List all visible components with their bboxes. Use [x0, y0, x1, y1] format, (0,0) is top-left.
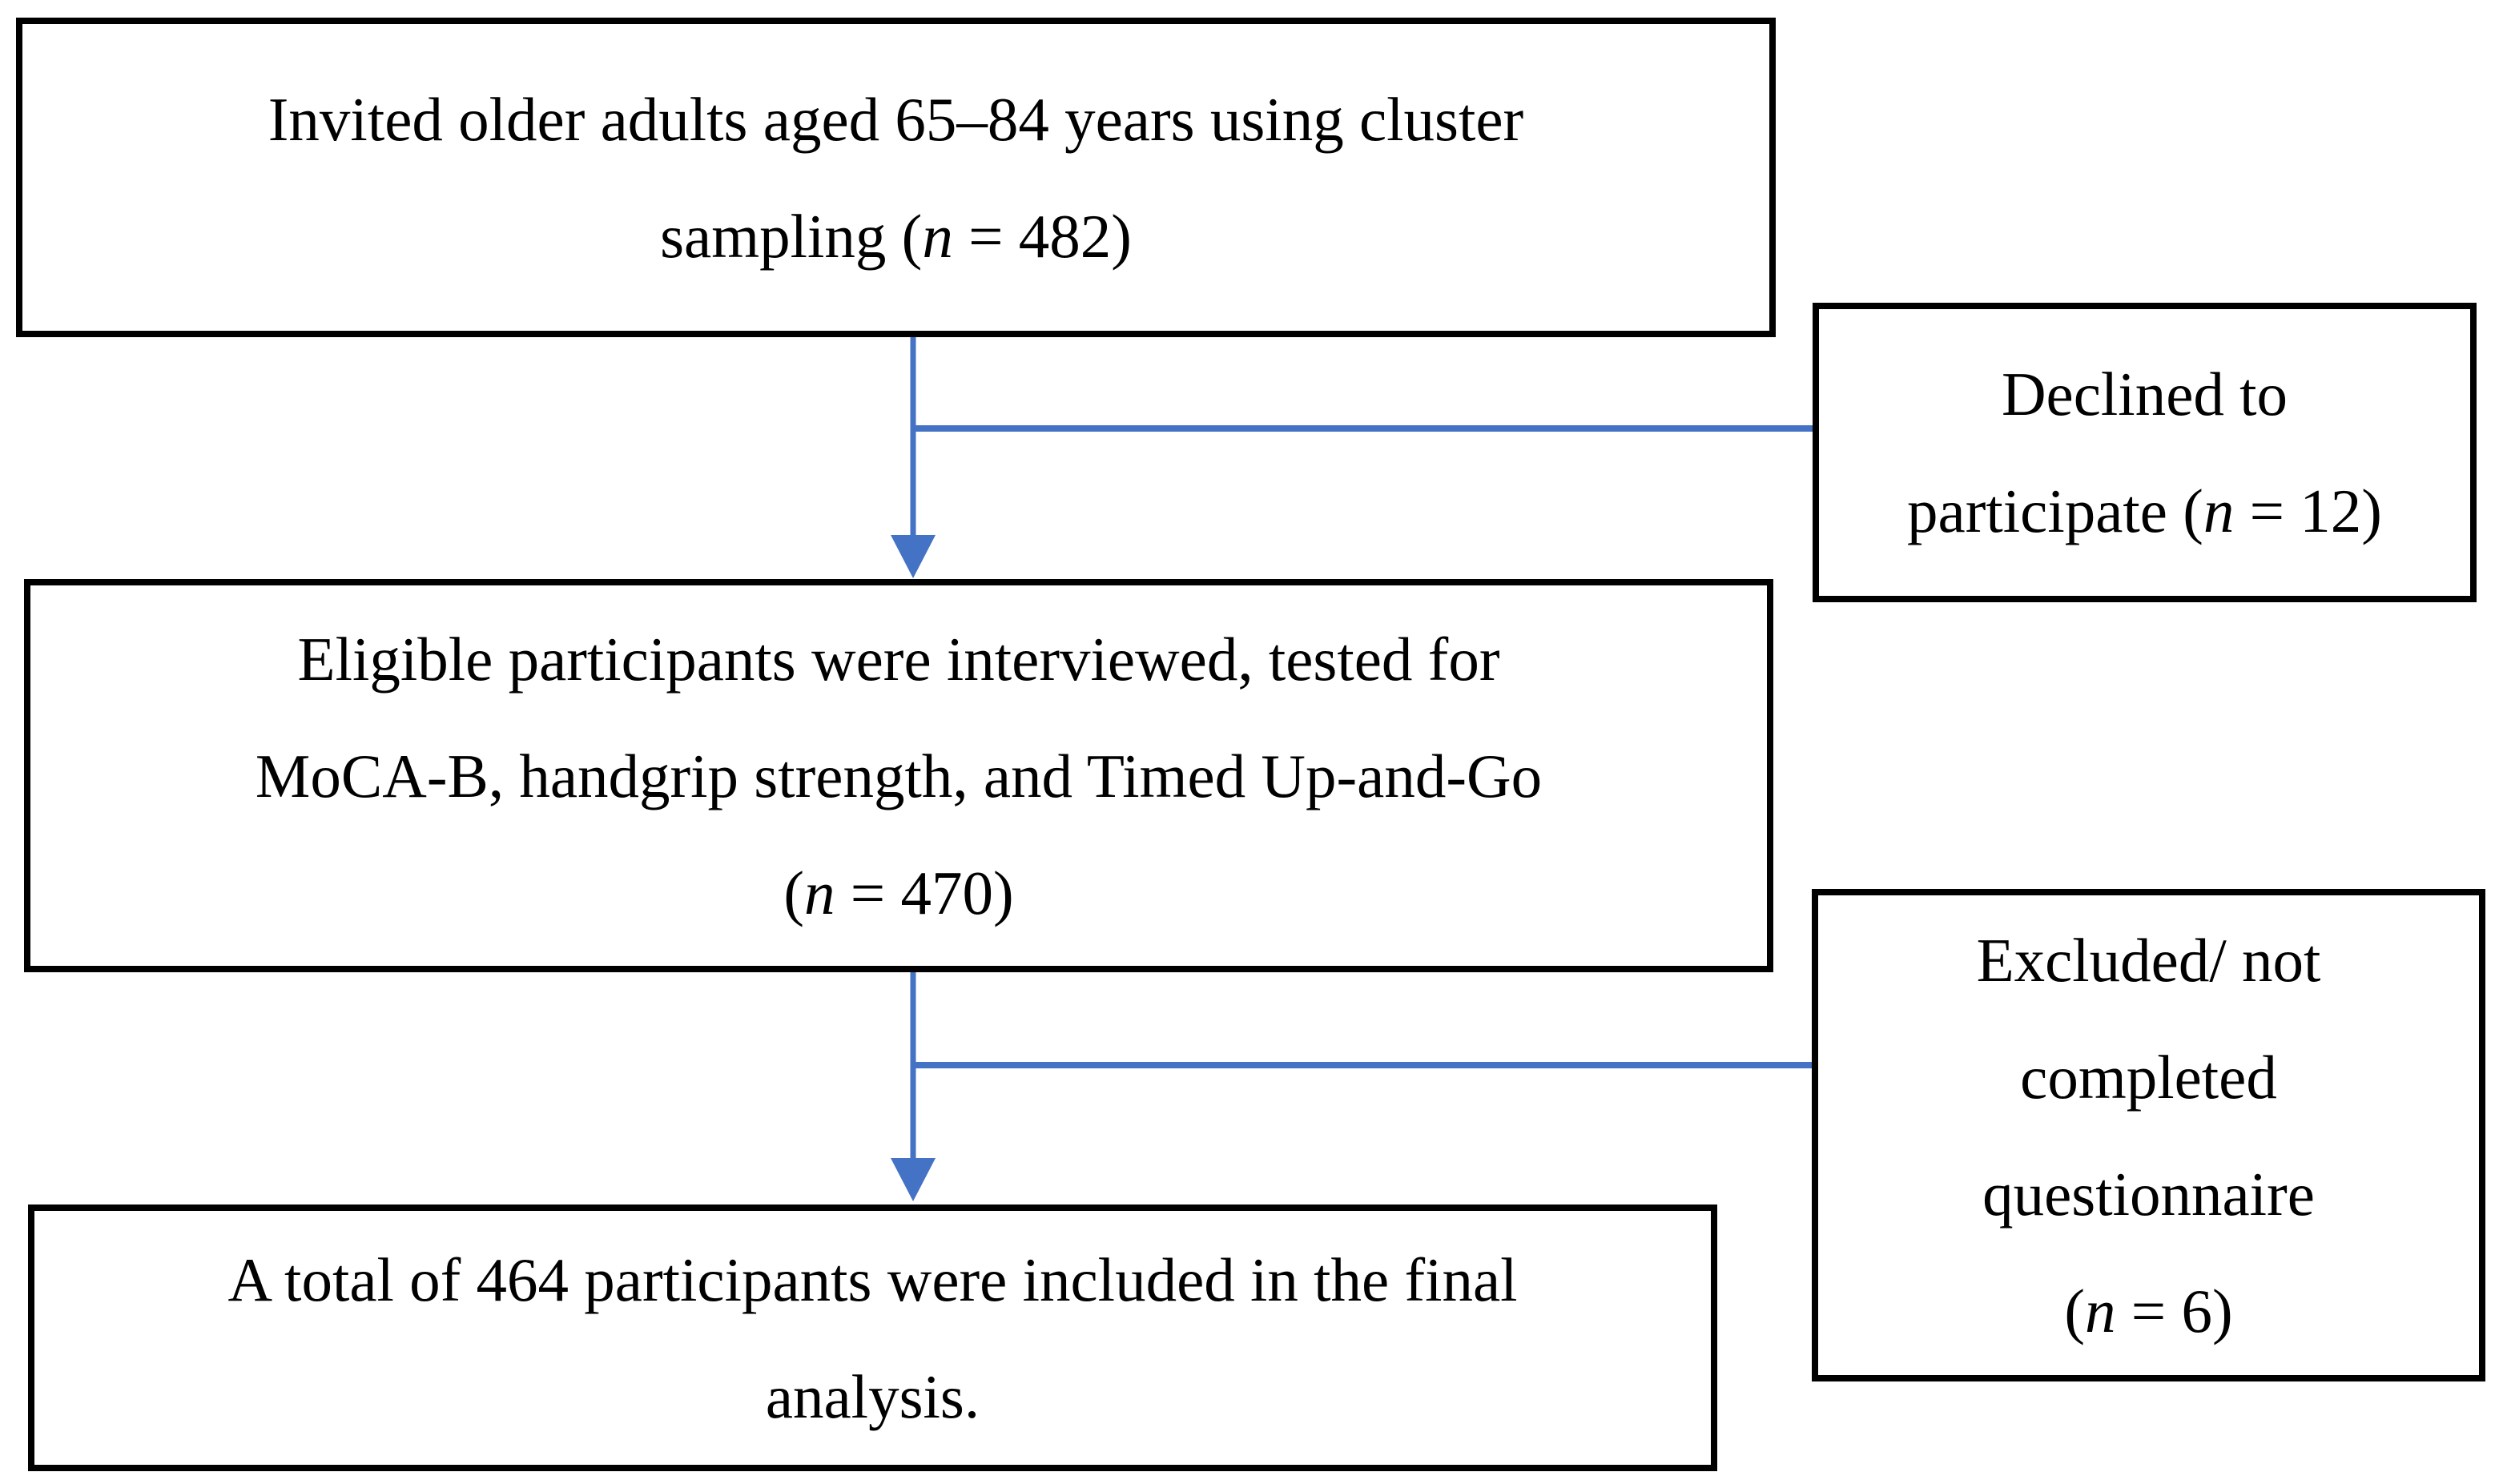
excluded-n-symbol: n [2085, 1276, 2116, 1345]
flow-box-eligible: Eligible participants were interviewed, … [24, 579, 1773, 972]
arrowhead-eligible-to-final [891, 1158, 936, 1201]
excluded-line-2: completed [2020, 1042, 2277, 1112]
final-line-2: analysis. [765, 1361, 980, 1431]
flow-box-excluded: Excluded/ not completed questionnaire (n… [1812, 889, 2485, 1381]
excluded-line-4-pre: ( [2064, 1276, 2086, 1345]
declined-line-2: participate (n = 12) [1907, 452, 2382, 569]
excluded-line-3: questionnaire [1982, 1159, 2315, 1229]
declined-line-2-pre: participate ( [1907, 477, 2203, 545]
flow-box-invited: Invited older adults aged 65–84 years us… [16, 18, 1776, 337]
excluded-line-4: (n = 6) [2064, 1253, 2232, 1369]
invited-line-2-post: = 482) [952, 201, 1132, 271]
eligible-line-3-post: = 470) [835, 858, 1014, 927]
invited-line-1: Invited older adults aged 65–84 years us… [268, 84, 1524, 154]
declined-line-2-post: = 12) [2234, 477, 2382, 545]
eligible-n-symbol: n [804, 858, 835, 927]
excluded-line-1: Excluded/ not [1976, 925, 2321, 995]
declined-line-1: Declined to [2001, 360, 2288, 428]
declined-n-symbol: n [2203, 477, 2235, 545]
excluded-line-4-post: = 6) [2115, 1276, 2233, 1345]
eligible-line-2: MoCA-B, handgrip strength, and Timed Up-… [255, 741, 1543, 810]
flow-box-declined: Declined to participate (n = 12) [1813, 303, 2477, 602]
invited-line-2-pre: sampling ( [660, 201, 923, 271]
invited-line-2: sampling (n = 482) [660, 178, 1132, 295]
final-line-1: A total of 464 participants were include… [227, 1245, 1518, 1314]
invited-n-symbol: n [922, 201, 953, 271]
eligible-line-1: Eligible participants were interviewed, … [297, 624, 1500, 694]
flow-box-final-analysis: A total of 464 participants were include… [28, 1204, 1717, 1471]
eligible-line-3-pre: ( [783, 858, 805, 927]
eligible-line-3: (n = 470) [783, 834, 1013, 951]
arrowhead-invited-to-eligible [891, 535, 936, 578]
